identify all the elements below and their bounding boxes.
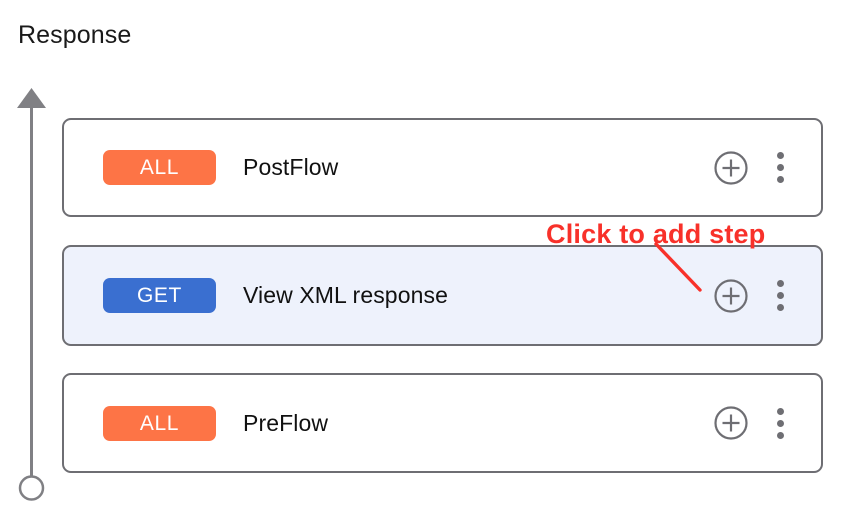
plus-circle-icon bbox=[714, 150, 748, 185]
flow-direction-axis bbox=[12, 88, 52, 503]
flow-step-row-2[interactable]: GET View XML response bbox=[62, 245, 823, 346]
more-options-button-row-3[interactable] bbox=[767, 405, 793, 441]
add-step-button-row-2[interactable] bbox=[713, 278, 749, 314]
kebab-dot bbox=[776, 176, 784, 183]
kebab-dot bbox=[776, 280, 784, 287]
arrow-up-icon bbox=[17, 88, 46, 108]
kebab-dot bbox=[776, 164, 784, 171]
flow-step-actions-row-3 bbox=[713, 405, 793, 441]
more-options-button-row-2[interactable] bbox=[767, 278, 793, 314]
circle-endpoint-icon bbox=[18, 475, 45, 501]
more-options-button-row-1[interactable] bbox=[767, 150, 793, 186]
flow-step-name-row-3: PreFlow bbox=[243, 409, 329, 436]
kebab-dot bbox=[776, 292, 784, 299]
flow-step-row-1[interactable]: ALL PostFlow bbox=[62, 118, 823, 217]
page-title: Response bbox=[18, 21, 132, 49]
method-badge-all-row-1: ALL bbox=[103, 150, 216, 185]
annotation-label: Click to add step bbox=[546, 219, 766, 249]
kebab-dot bbox=[776, 407, 784, 415]
plus-circle-icon bbox=[714, 278, 748, 313]
add-step-button-row-3[interactable] bbox=[713, 405, 749, 441]
flow-step-actions-row-2 bbox=[713, 278, 793, 314]
kebab-dot bbox=[776, 304, 784, 311]
flow-step-name-row-2: View XML response bbox=[243, 282, 448, 308]
kebab-dot bbox=[776, 431, 784, 439]
method-badge-all-row-3: ALL bbox=[103, 405, 216, 441]
kebab-dot bbox=[776, 419, 784, 427]
flow-step-actions-row-1 bbox=[713, 150, 793, 186]
kebab-dot bbox=[776, 152, 784, 159]
flow-axis-graphic bbox=[17, 88, 46, 501]
plus-circle-icon bbox=[714, 406, 748, 440]
flow-step-row-3[interactable]: ALL PreFlow bbox=[62, 373, 823, 473]
add-step-button-row-1[interactable] bbox=[713, 150, 749, 186]
method-badge-get-row-2: GET bbox=[103, 278, 216, 313]
flow-step-name-row-1: PostFlow bbox=[243, 154, 339, 180]
